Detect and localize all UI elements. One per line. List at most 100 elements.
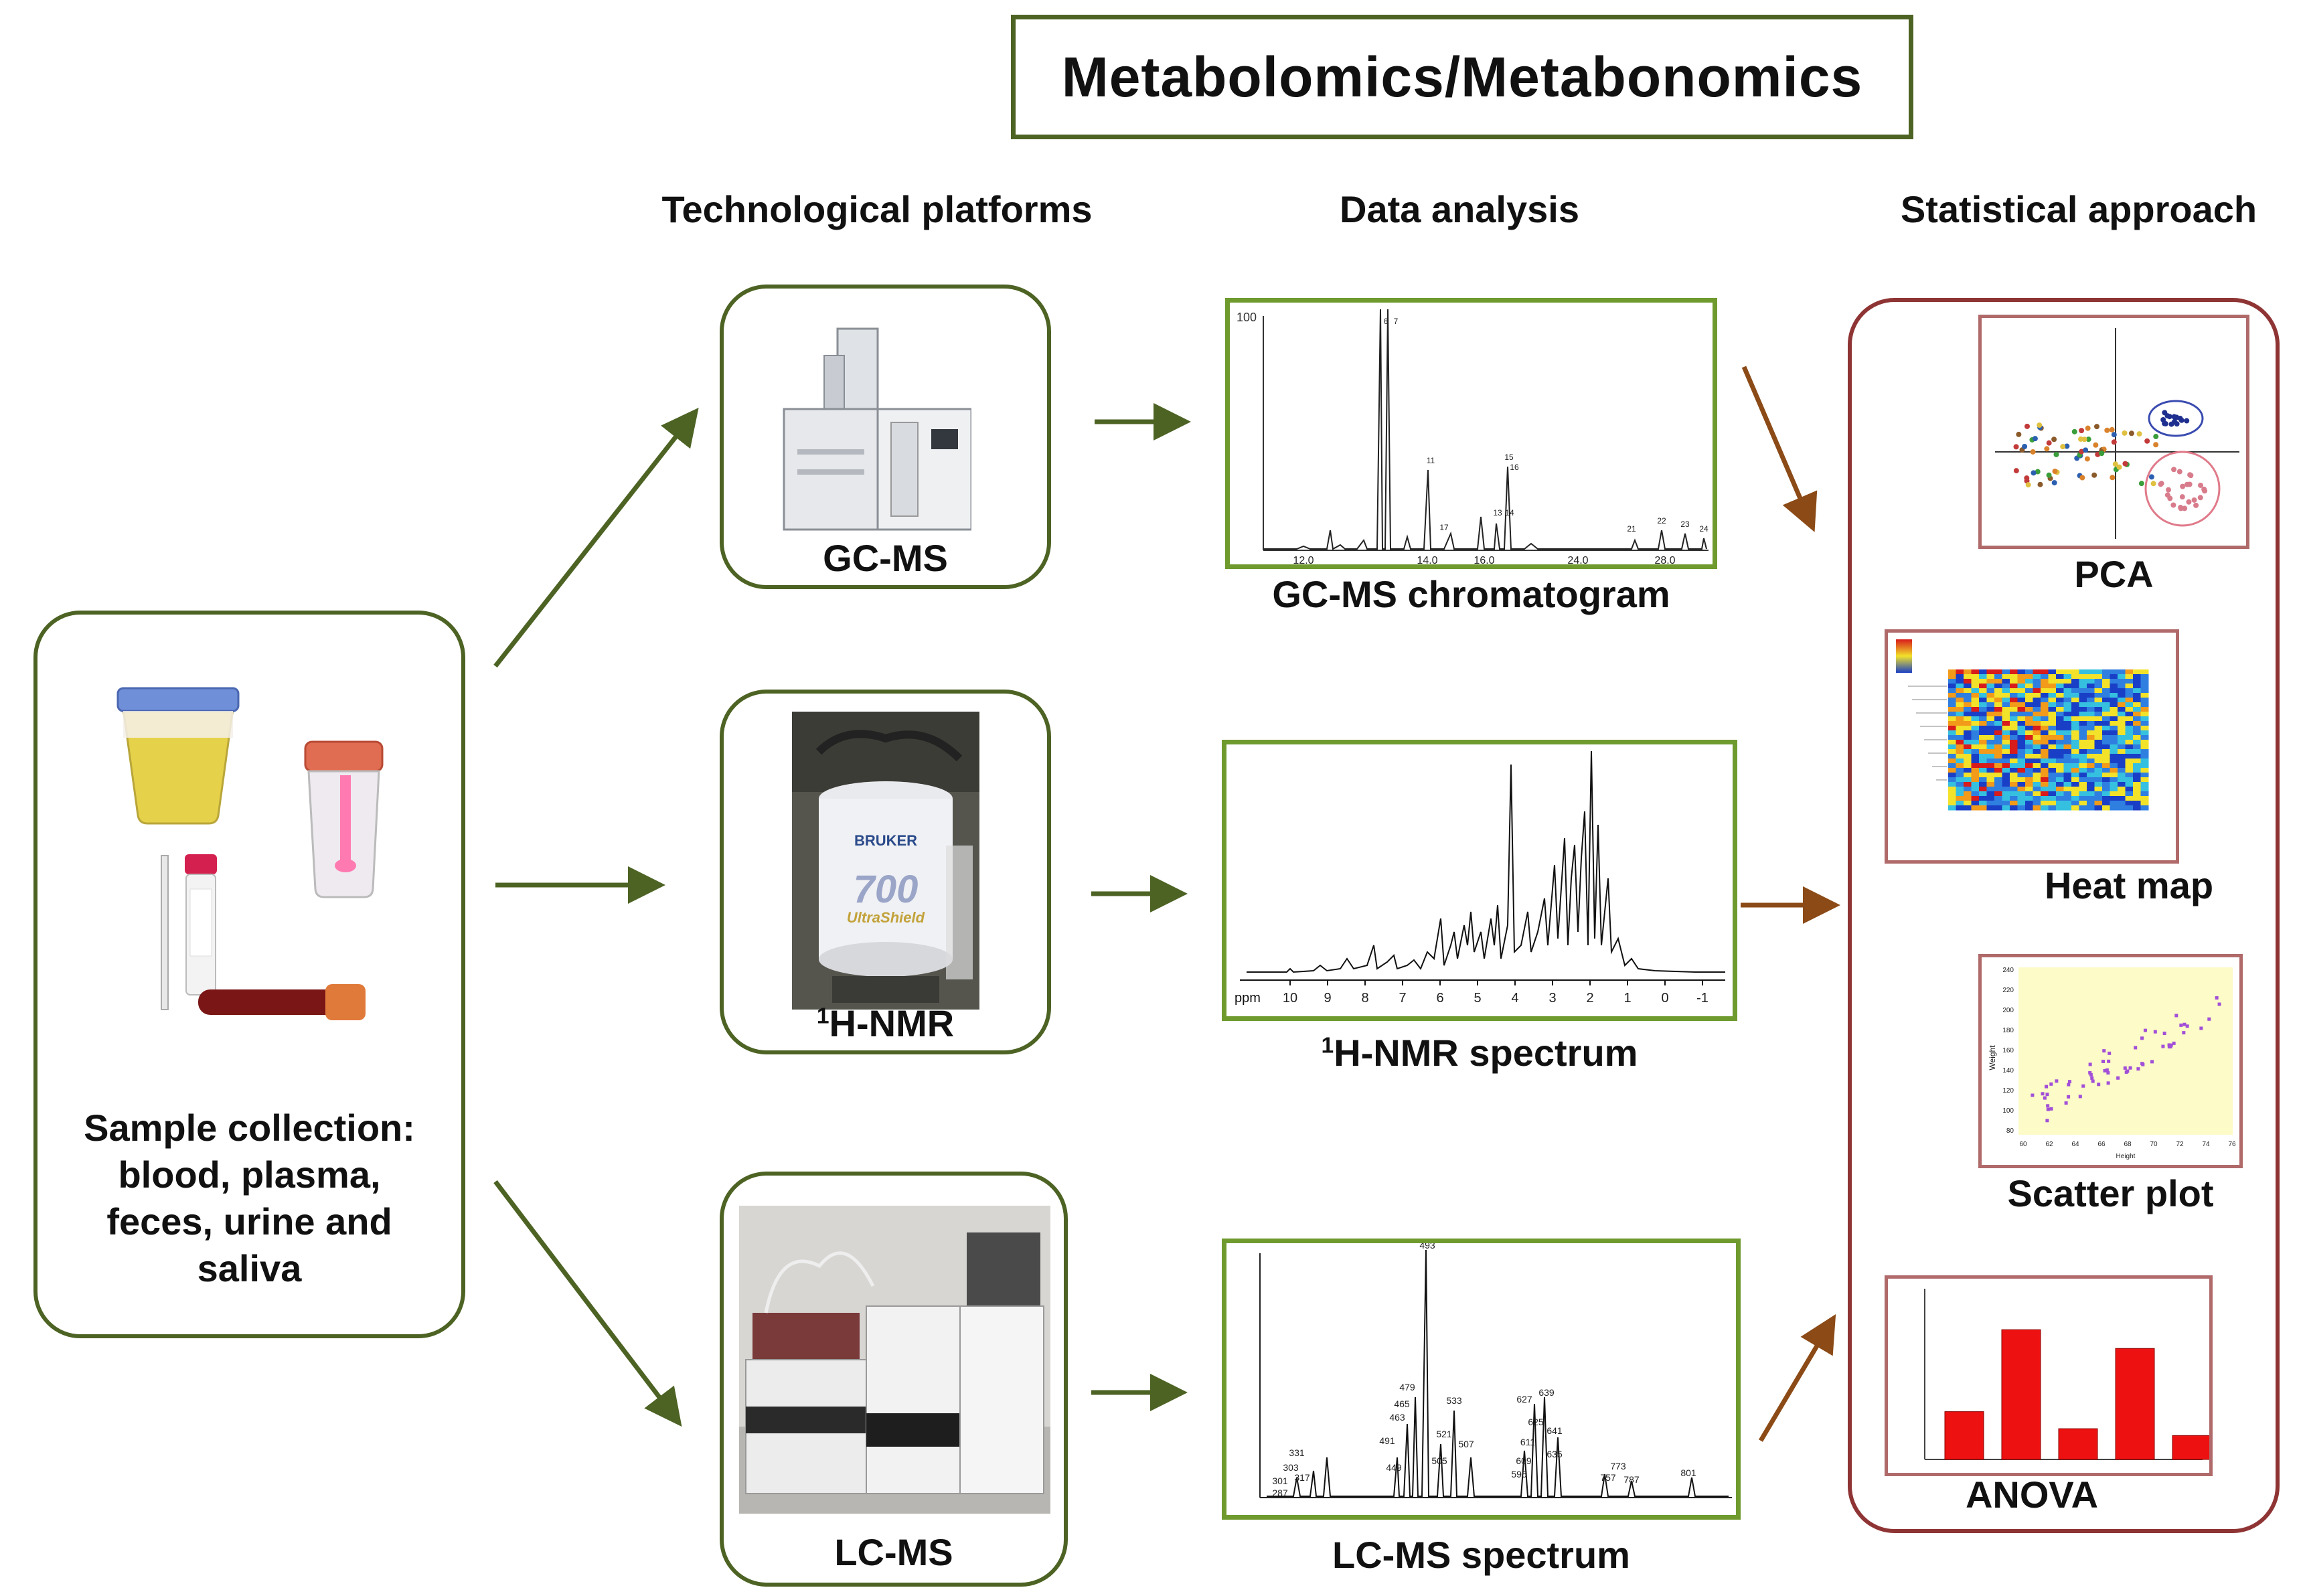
heatmap-cell: [1986, 754, 1995, 759]
heatmap-cell: [2033, 744, 2041, 750]
scatter-y-tick-label: 140: [2002, 1067, 2014, 1074]
heatmap-cell: [2140, 735, 2149, 740]
heatmap-cell: [2071, 801, 2079, 806]
heatmap-cell: [1956, 749, 1964, 754]
gcms-peak-label: 13: [1493, 508, 1502, 517]
heatmap-cell: [2048, 740, 2057, 745]
pca-point: [2177, 415, 2183, 421]
heatmap-cell: [2102, 744, 2110, 750]
heatmap-cell: [2033, 721, 2041, 726]
heatmap-cell: [1956, 801, 1964, 806]
heatmap-cell: [2118, 707, 2126, 712]
scatter-point: [2049, 1082, 2053, 1086]
heatmap-cell: [1948, 721, 1956, 726]
heatmap-cell: [1948, 801, 1956, 806]
heatmap-cell: [2002, 777, 2010, 783]
heatmap-cell: [2079, 716, 2087, 722]
heatmap-cell: [1986, 684, 1995, 689]
heatmap-cell: [2048, 773, 2057, 778]
nmr-x-tick-label: 2: [1586, 991, 1593, 1006]
heatmap-cell: [2125, 707, 2134, 712]
pca-point: [2184, 481, 2190, 487]
heatmap-cell: [2102, 688, 2110, 694]
heatmap-cell: [2125, 669, 2134, 675]
heatmap-cell: [2025, 674, 2033, 680]
heatmap-cell: [1956, 716, 1964, 722]
heatmap-cell: [2033, 684, 2041, 689]
heatmap-cell: [2033, 791, 2041, 797]
heatmap-cell: [1964, 744, 1972, 750]
scatter-point: [2124, 1070, 2128, 1074]
heatmap-cell: [2048, 763, 2057, 769]
scatter-point: [2162, 1031, 2166, 1035]
scatter-x-tick-label: 74: [2202, 1141, 2210, 1148]
pca-point: [2032, 436, 2038, 442]
heatmap-cell: [1979, 702, 1987, 708]
pca-point: [2122, 430, 2128, 436]
heatmap-cell: [1979, 744, 1987, 750]
pca-point: [2025, 482, 2031, 488]
heatmap-cell: [1956, 730, 1964, 736]
lcms-peak-label: 317: [1294, 1472, 1310, 1483]
heatmap-cell: [2087, 801, 2095, 806]
heatmap-cell: [1948, 688, 1956, 694]
heatmap-cell: [2140, 688, 2149, 694]
heatmap-cell: [1948, 698, 1956, 703]
heatmap-cell: [2056, 754, 2064, 759]
pca-point: [2110, 475, 2116, 481]
heatmap-cell: [2002, 773, 2010, 778]
heatmap-cell: [1956, 679, 1964, 684]
heatmap-cell: [2017, 787, 2026, 792]
nmr-magnet-illustration: BRUKER 700 UltraShield: [792, 712, 979, 1010]
heatmap-cell: [1986, 674, 1995, 680]
gcms-instrument-illustration: [783, 327, 971, 531]
heatmap-cell: [2118, 726, 2126, 731]
heatmap-cell: [2118, 679, 2126, 684]
heatmap-cell: [2025, 759, 2033, 764]
heatmap-cell: [2110, 754, 2118, 759]
pca-point: [2167, 495, 2173, 501]
heatmap-cell: [2056, 777, 2064, 783]
heatmap-cell: [2102, 684, 2110, 689]
heatmap-cell: [1964, 702, 1972, 708]
pca-point: [2179, 494, 2185, 500]
heatmap-cell: [2025, 730, 2033, 736]
heatmap-cell: [2118, 754, 2126, 759]
heatmap-cell: [2125, 754, 2134, 759]
heatmap-cell: [2125, 763, 2134, 769]
heatmap-cell: [2033, 796, 2041, 801]
anova-bar: [2172, 1435, 2212, 1460]
heatmap-cell: [2002, 754, 2010, 759]
pca-point: [2112, 461, 2118, 467]
heatmap-cell: [2087, 791, 2095, 797]
heatmap-cell: [2133, 754, 2141, 759]
heatmap-cell: [2110, 693, 2118, 698]
heatmap-cell: [1971, 801, 1980, 806]
heatmap-cell: [2010, 791, 2018, 797]
heatmap-cell: [1994, 712, 2002, 717]
heatmap-cell: [1986, 796, 1995, 801]
heatmap-cell: [2002, 787, 2010, 792]
scatter-point: [2143, 1028, 2147, 1032]
heatmap-cell: [2041, 730, 2049, 736]
heatmap-cell: [1994, 688, 2002, 694]
heatmap-cell: [1964, 721, 1972, 726]
heatmap-cell: [1979, 805, 1987, 811]
heatmap-cell: [2118, 698, 2126, 703]
scatter-x-tick-label: 62: [2045, 1141, 2053, 1148]
heatmap-cell: [2048, 712, 2057, 717]
pca-point: [2022, 444, 2028, 450]
heatmap-cell: [2056, 721, 2064, 726]
pca-point: [2046, 440, 2052, 446]
heatmap-cell: [2133, 805, 2141, 811]
heatmap-cell: [2017, 754, 2026, 759]
heatmap-cell: [2041, 679, 2049, 684]
scatter-point: [2081, 1084, 2085, 1088]
heatmap-cell: [1964, 782, 1972, 787]
heatmap-cell: [2071, 759, 2079, 764]
heatmap-cell: [2071, 721, 2079, 726]
heatmap-cell: [2010, 721, 2018, 726]
heatmap-cell: [2125, 721, 2134, 726]
